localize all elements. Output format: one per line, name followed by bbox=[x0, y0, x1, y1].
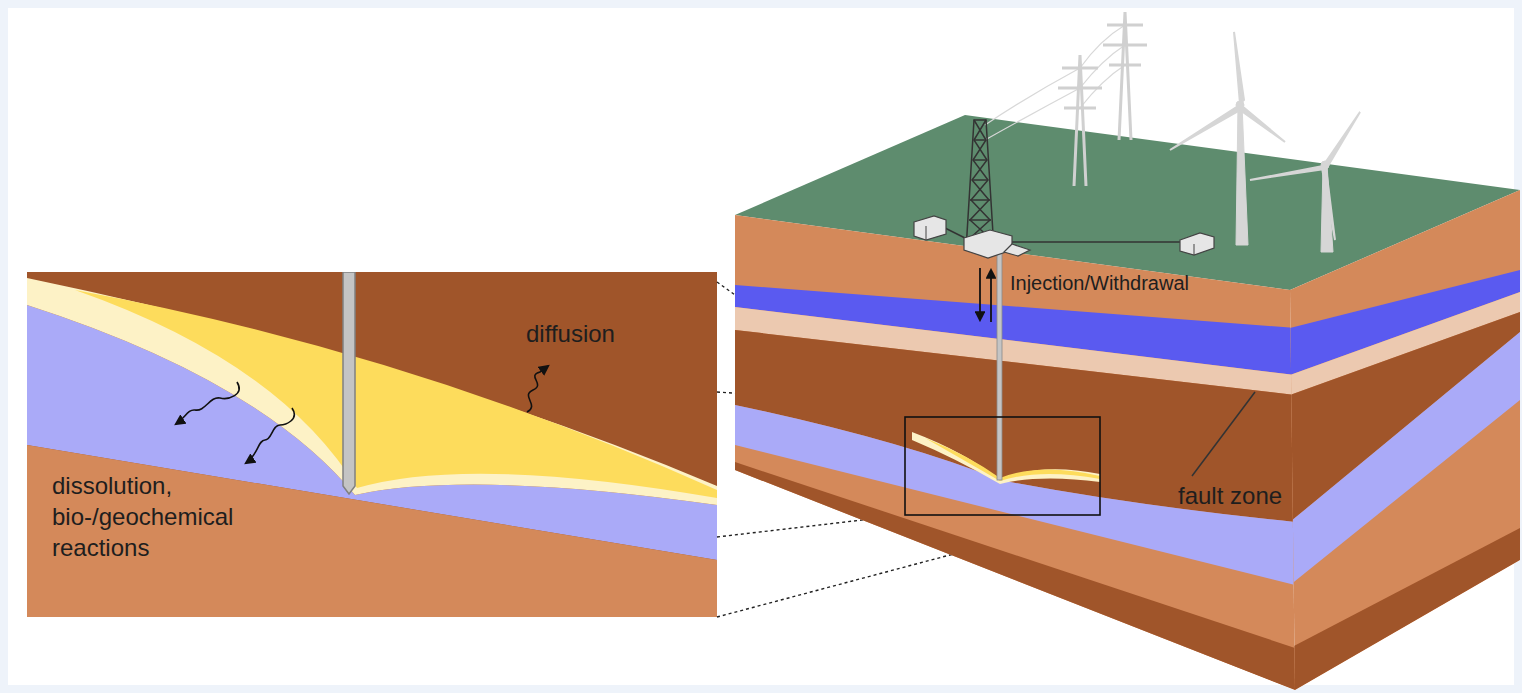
process-label: diffusion bbox=[526, 318, 615, 349]
well-pipe bbox=[997, 248, 1002, 480]
well-pipe bbox=[343, 272, 355, 494]
gas-plume bbox=[75, 290, 717, 498]
diffusion-arrow bbox=[527, 366, 548, 412]
wind-turbine bbox=[1170, 32, 1360, 252]
gas-plume bbox=[925, 438, 1100, 481]
process-label: dissolution, bio-/geochemical reactions bbox=[52, 470, 284, 564]
gas-fringe bbox=[27, 278, 717, 505]
dissolution-arrow bbox=[176, 382, 239, 424]
flow-label: Injection/Withdrawal bbox=[1010, 270, 1189, 296]
withdrawal-arrow bbox=[990, 270, 992, 322]
bottom-layer bbox=[1290, 528, 1520, 690]
gas-fringe bbox=[912, 432, 1100, 484]
surface-facility bbox=[914, 216, 1214, 258]
zone-label: fault zone bbox=[1178, 480, 1282, 511]
zoom-frame bbox=[905, 417, 1100, 515]
injection-arrow bbox=[979, 268, 981, 320]
dissolution-arrow bbox=[246, 408, 294, 463]
power-pylon bbox=[1058, 12, 1147, 186]
fault-line bbox=[1192, 392, 1255, 476]
power-lines bbox=[985, 25, 1125, 140]
block-right-face bbox=[1285, 180, 1522, 693]
bottom-layer bbox=[735, 462, 1295, 690]
block-front-face bbox=[730, 200, 1300, 693]
caprock-layer bbox=[27, 272, 717, 617]
inset-cross-section bbox=[27, 272, 717, 617]
